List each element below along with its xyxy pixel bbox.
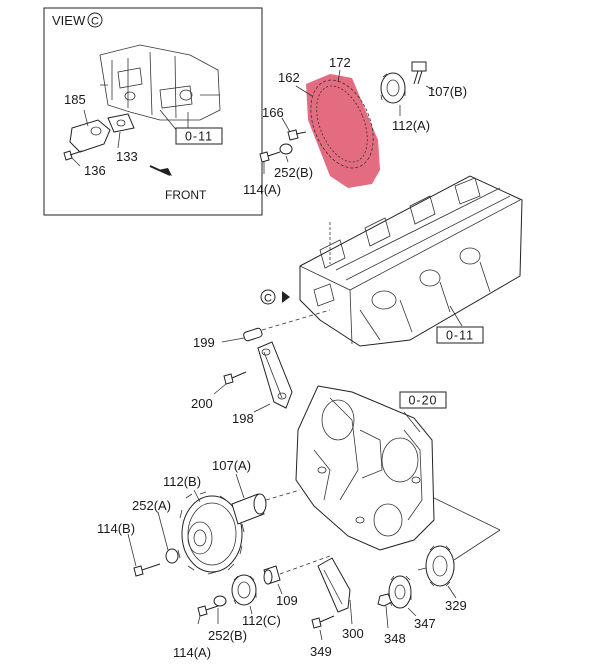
callout-252b-top: 252(B) [274,165,313,180]
bolt-349 [311,615,335,629]
view-c-inset: VIEW C 185 133 136 0-11 [43,7,263,216]
callout-114b: 114(B) [97,521,135,536]
inset-engine-sketch [99,44,221,128]
callout-107a: 107(A) [212,458,251,473]
ref-code-head: 0-11 [446,329,474,343]
callout-349: 349 [310,644,332,659]
callout-112b: 112(B) [163,474,201,489]
front-label: FRONT [165,188,207,202]
shaft-107a [231,489,301,525]
callout-112c: 112(C) [242,613,281,628]
cylinder-head [299,175,523,347]
callout-329: 329 [445,598,467,613]
bracket-185 [69,119,111,153]
bolt-136 [63,150,73,161]
gear-329 [417,545,455,587]
callout-252a: 252(A) [132,498,171,513]
bolt-114a-bottom [197,605,219,617]
ref-box-inset [175,127,223,145]
view-label: VIEW [52,13,86,28]
ref-code-case: 0-20 [408,394,437,408]
idler-gear-112b [177,491,245,575]
gear-347 [388,575,412,609]
view-marker-c: C [264,293,272,305]
gasket-133 [107,113,135,133]
sprocket-112a [380,72,406,104]
ref-box-head [436,326,484,344]
washer-252b-top [279,143,293,155]
view-arrow-icon [282,291,290,303]
washer-252a [165,548,179,564]
view-letter: C [91,16,99,28]
bolt-114b [133,563,161,577]
callout-172: 172 [329,55,351,70]
callout-133: 133 [116,149,138,164]
callout-200: 200 [191,396,213,411]
ref-box-case [399,391,447,409]
ref-code-inset: 0-11 [185,130,213,144]
callout-166: 166 [262,105,284,120]
callout-107b: 107(B) [428,84,467,99]
callout-252b-bottom: 252(B) [208,628,247,643]
callout-114a-top: 114(A) [243,182,281,197]
callout-136: 136 [84,163,106,178]
callout-348: 348 [384,631,406,646]
bolt-114a-top [259,151,281,163]
callout-198: 198 [232,411,254,426]
callout-112a: 112(A) [392,118,430,133]
pin-199 [243,327,263,342]
callout-185: 185 [64,92,86,107]
callout-114a-bottom: 114(A) [173,645,211,660]
callout-199: 199 [193,335,215,350]
callout-109: 109 [276,593,298,608]
shaft-109 [263,565,281,585]
callout-300: 300 [342,626,364,641]
timing-chain-172 [306,74,380,188]
chain-guide-300 [317,557,351,613]
timing-gear-case [295,385,435,551]
callout-347: 347 [414,616,436,631]
bolt-200 [223,371,247,385]
callout-162: 162 [278,70,300,85]
bolt-107b [411,61,427,85]
chain-guide-198 [257,341,293,409]
bolt-166 [287,129,307,141]
washer-252b-bottom [213,595,227,607]
gear-112c [231,574,257,606]
nut-348 [377,593,393,607]
